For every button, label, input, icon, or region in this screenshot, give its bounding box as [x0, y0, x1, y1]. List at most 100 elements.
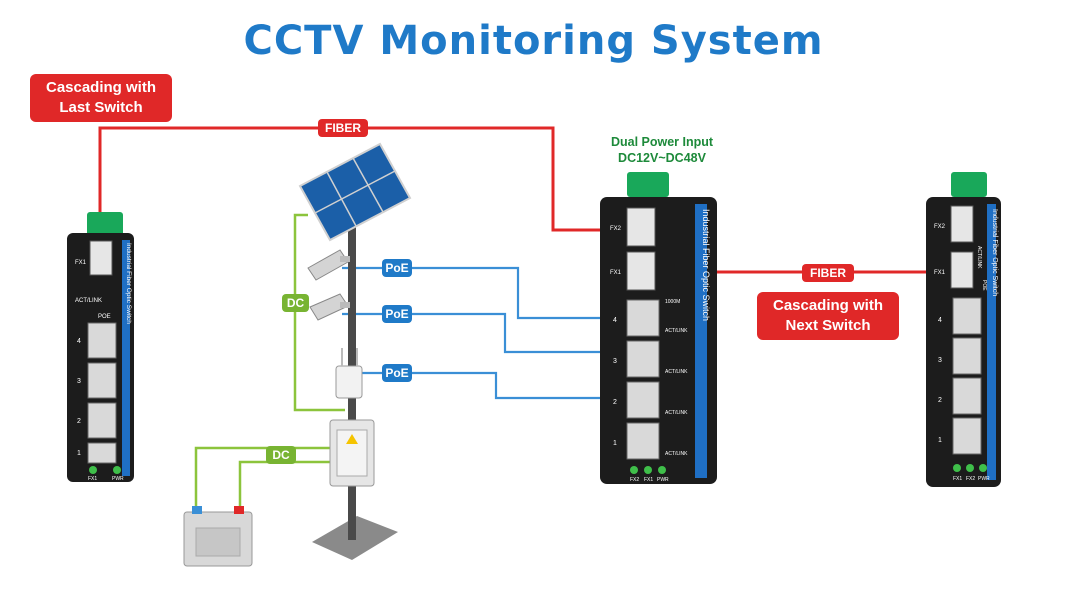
dc-link-battery-b [238, 460, 335, 508]
port-number: 3 [613, 358, 617, 365]
led-label: FX2 [966, 476, 975, 482]
power-input-line2: DC12V~DC48V [618, 151, 706, 165]
switch-right-side-label: Industrial Fiber Optic Switch [991, 209, 998, 296]
battery-icon [183, 506, 253, 567]
speed-label: 1000M [665, 299, 680, 305]
rj45-port [626, 422, 660, 460]
dc-tag-pole: DC [282, 294, 309, 312]
led-fx1 [953, 464, 961, 472]
poe-link-1 [342, 266, 622, 320]
fx1-port [950, 251, 974, 289]
dc-link-pole [293, 213, 345, 412]
led-label: FX1 [644, 477, 653, 483]
fx2-label: FX2 [934, 224, 946, 230]
port-number: 1 [613, 440, 617, 447]
led-label: PWR [978, 476, 990, 482]
power-terminal [951, 172, 987, 197]
led-fx2 [630, 466, 638, 474]
fx1-label: FX1 [75, 260, 87, 266]
fx2-port [626, 207, 656, 247]
dc-lines [194, 213, 345, 508]
led-label: FX2 [630, 477, 639, 483]
fx1-port [626, 251, 656, 291]
rj45-port [952, 377, 982, 415]
port-number: 4 [613, 317, 617, 324]
port-number: 2 [77, 418, 81, 425]
act-link-label: ACT/LINK [665, 369, 688, 375]
fiber-link-top [98, 126, 622, 247]
fx2-port [950, 205, 974, 243]
pole-assembly [183, 142, 412, 567]
fiber-tag-right: FIBER [802, 264, 854, 282]
rj45-port [87, 362, 117, 399]
poe-link-3 [350, 371, 622, 400]
fx2-label: FX2 [610, 226, 622, 232]
power-input-note: Dual Power Input DC12V~DC48V [592, 134, 732, 166]
power-terminal [627, 172, 669, 197]
power-input-line1: Dual Power Input [610, 135, 714, 149]
switch-left-stripe [122, 240, 130, 476]
rj45-port [952, 297, 982, 335]
poe-tag-3: PoE [382, 364, 412, 382]
rj45-port [952, 337, 982, 375]
act-link-label: ACT/LINK [665, 328, 688, 334]
poe-label: POE [981, 280, 987, 291]
fx1-label: FX1 [934, 270, 946, 276]
poe-label: POE [98, 314, 111, 320]
led-label: FX1 [953, 476, 962, 482]
port-number: 1 [77, 450, 81, 457]
rj45-port [952, 417, 982, 455]
port-number: 4 [77, 338, 81, 345]
rj45-port [626, 381, 660, 419]
led-fx1 [644, 466, 652, 474]
switch-center: Industrial Fiber Optic Switch FX2 FX1 10… [600, 172, 717, 484]
fx1-port [89, 240, 113, 276]
callout-last-switch: Cascading with Last Switch [30, 74, 172, 122]
fx1-label: FX1 [610, 270, 622, 276]
page-title: CCTV Monitoring System [243, 18, 824, 64]
wireless-ap-icon [335, 348, 363, 399]
poe-tag-1: PoE [382, 259, 412, 277]
switch-left-side-label: Industrial Fiber Optic Switch [125, 243, 132, 324]
cctv-camera-icon [307, 249, 350, 281]
switch-left: Industrial Fiber Optic Switch FX1 ACT/LI… [67, 212, 134, 482]
switch-center-stripe [695, 204, 707, 478]
callout-next-switch: Cascading with Next Switch [757, 292, 899, 340]
port-number: 2 [938, 397, 942, 404]
switch-center-side-label: Industrial Fiber Optic Switch [701, 209, 711, 321]
act-link-label: ACT/LINK [976, 246, 982, 269]
power-terminal [87, 212, 123, 237]
solar-panel-icon [298, 142, 412, 242]
rj45-port [87, 402, 117, 439]
act-link-label: ACT/LINK [665, 451, 688, 457]
led-fx2 [966, 464, 974, 472]
poe-tag-2: PoE [382, 305, 412, 323]
act-link-label: ACT/LINK [75, 298, 102, 304]
switch-right-stripe [987, 204, 996, 480]
rj45-port [626, 340, 660, 378]
led-fx1 [89, 466, 97, 474]
power-box-icon [329, 419, 375, 487]
rj45-port [626, 299, 660, 337]
rj45-ports-center [626, 299, 660, 460]
switch-right: Industrial Fiber Optic Switch FX2 FX1 AC… [926, 172, 1001, 487]
dc-tag-battery: DC [266, 446, 296, 464]
port-number: 4 [938, 317, 942, 324]
cctv-camera-icon [309, 293, 350, 321]
led-pwr [113, 466, 121, 474]
fiber-tag-top: FIBER [318, 119, 368, 137]
act-link-label: ACT/LINK [665, 410, 688, 416]
rj45-port [87, 322, 117, 359]
fiber-lines [98, 126, 960, 274]
rj45-ports-right [952, 297, 982, 455]
poe-lines [342, 266, 622, 400]
port-number: 3 [938, 357, 942, 364]
led-label: PWR [112, 476, 124, 482]
port-number: 1 [938, 437, 942, 444]
led-label: FX1 [88, 476, 97, 482]
led-pwr [979, 464, 987, 472]
port-number: 2 [613, 399, 617, 406]
poe-link-2 [342, 312, 622, 354]
